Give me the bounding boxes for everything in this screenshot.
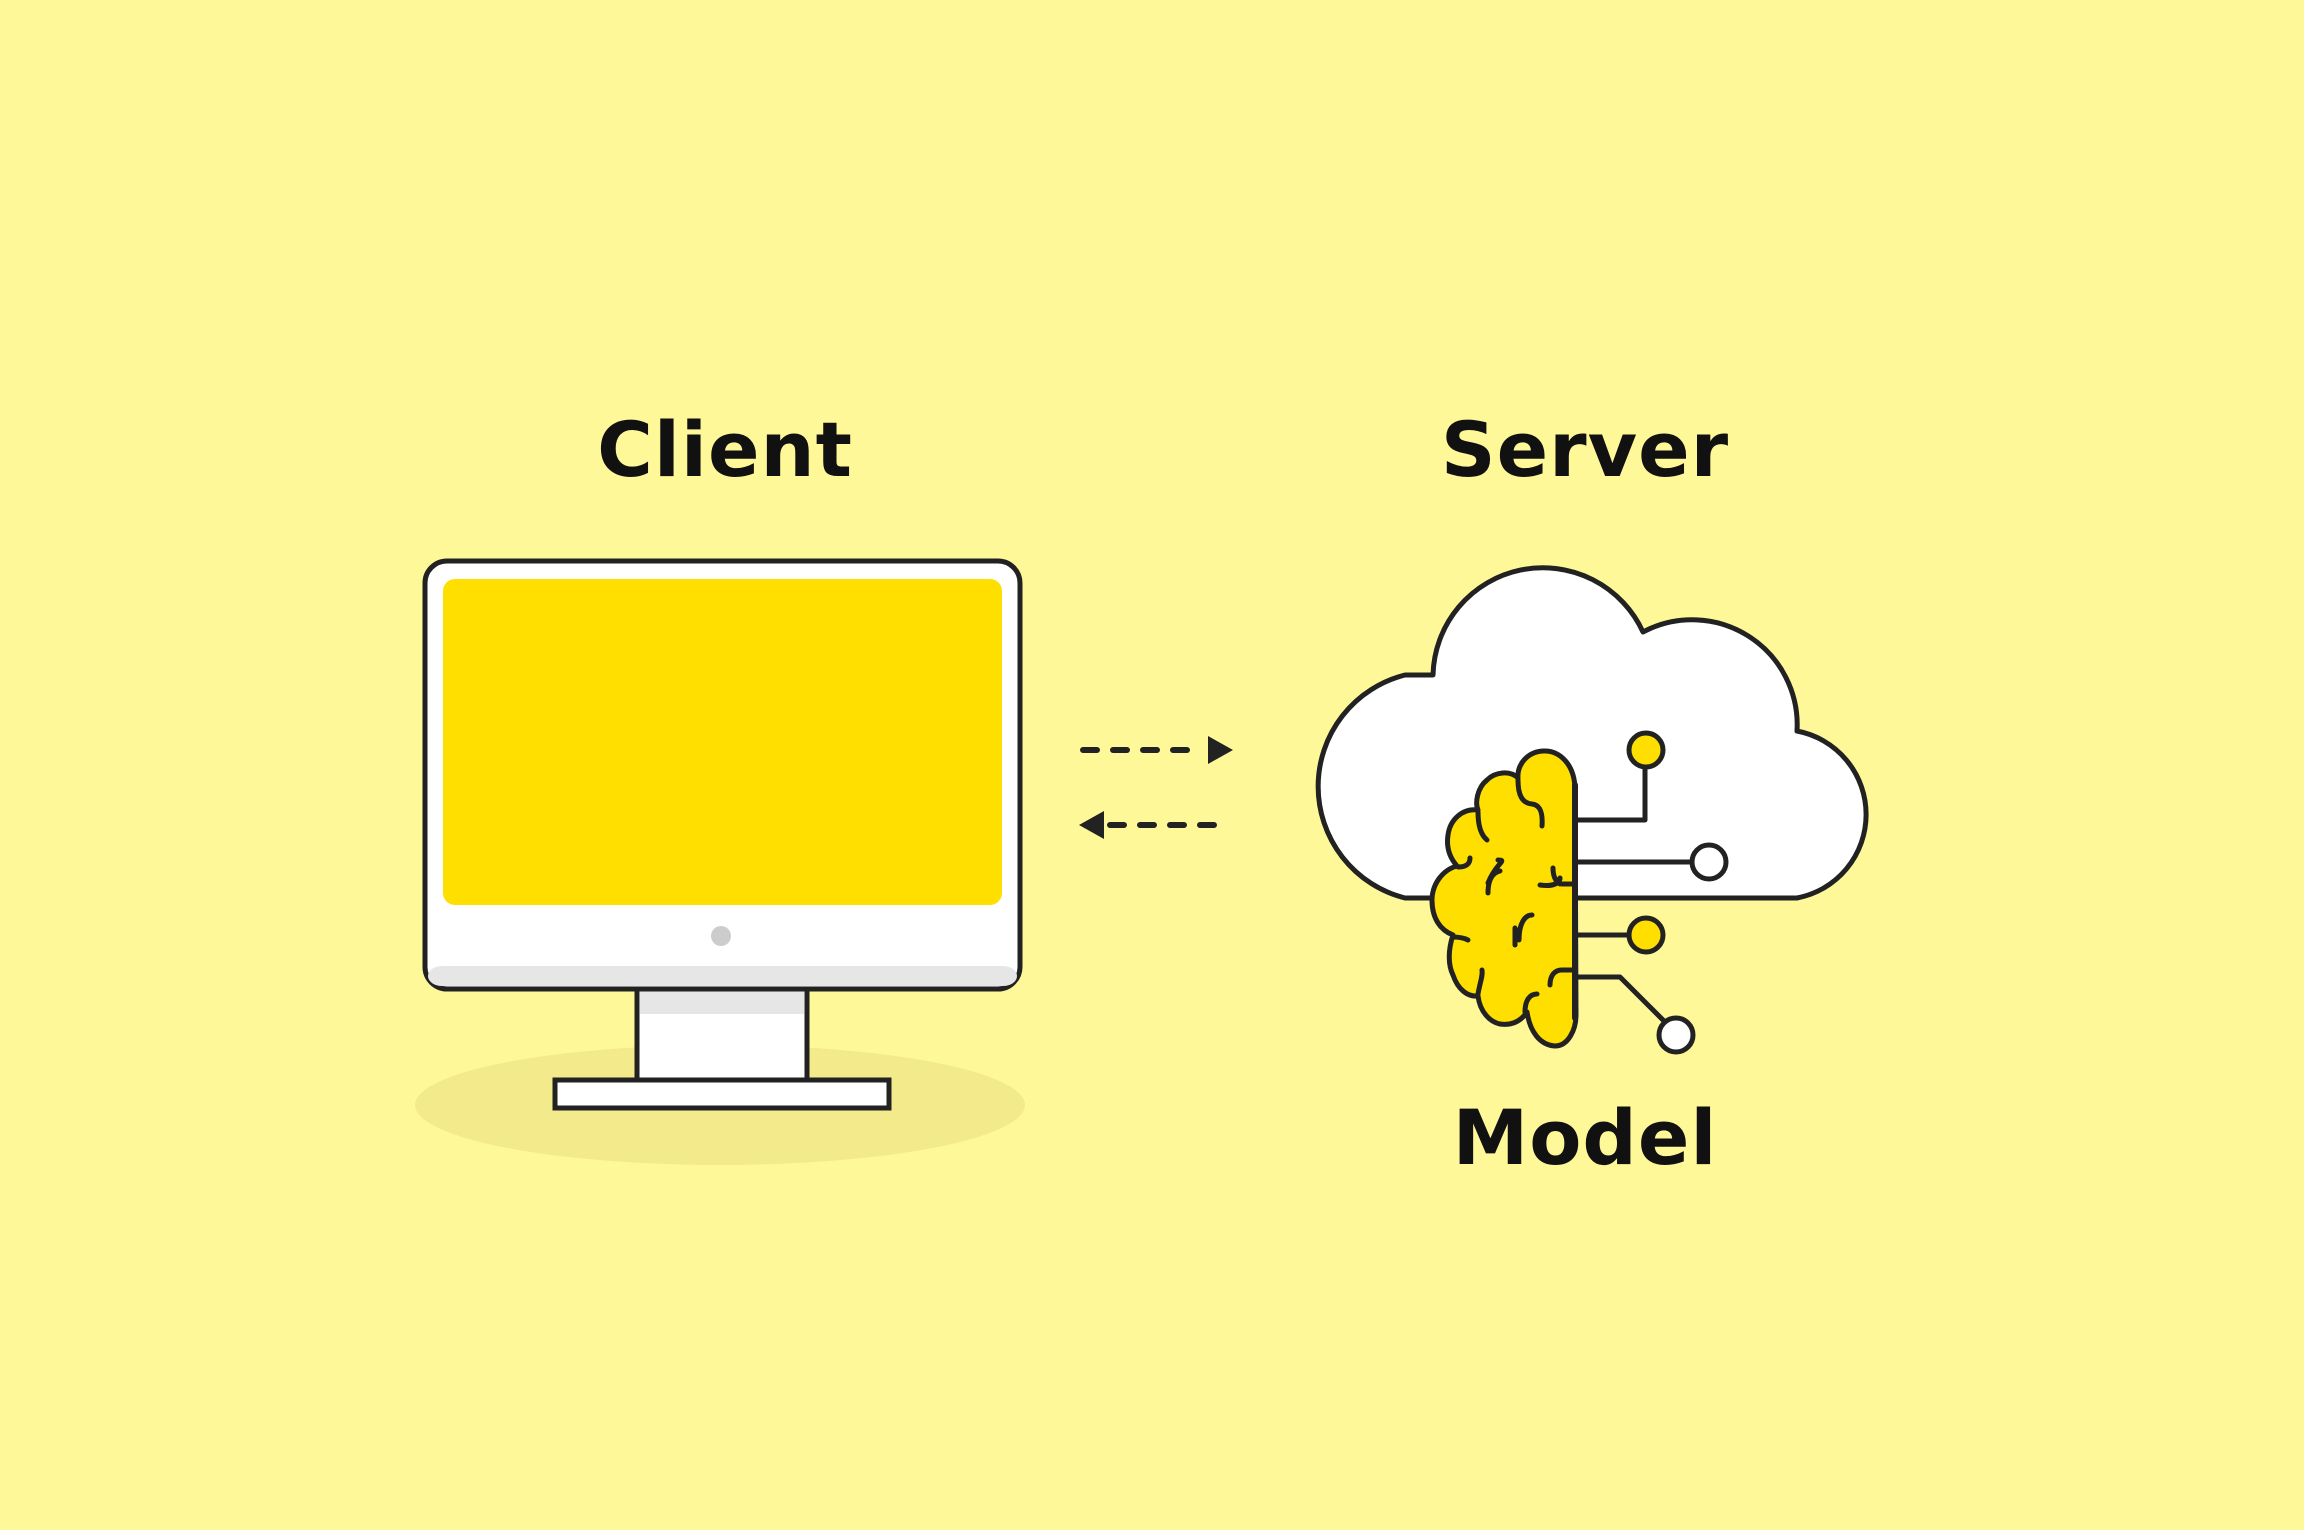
model-label: Model <box>1452 1093 1718 1182</box>
server-label: Server <box>1440 405 1730 494</box>
circuit-node <box>1656 1015 1696 1055</box>
monitor-stand-base <box>552 1077 892 1111</box>
circuit-node <box>1626 915 1666 955</box>
circuit-node <box>1689 842 1729 882</box>
desktop-monitor-icon <box>415 558 1025 1165</box>
client-label: Client <box>597 405 853 494</box>
circuit-node <box>1626 730 1666 770</box>
arrow-right-dashed-icon <box>1080 736 1233 764</box>
monitor-camera-dot <box>711 926 731 946</box>
monitor-stand-neck-shade <box>640 988 804 1014</box>
arrow-left-dashed-icon <box>1079 811 1233 839</box>
cloud-icon <box>1315 565 1869 901</box>
brain-circuit-icon <box>1429 730 1729 1055</box>
cloud-shape <box>1315 565 1869 901</box>
monitor-chin-shade <box>428 966 1017 986</box>
monitor-screen <box>443 579 1002 905</box>
